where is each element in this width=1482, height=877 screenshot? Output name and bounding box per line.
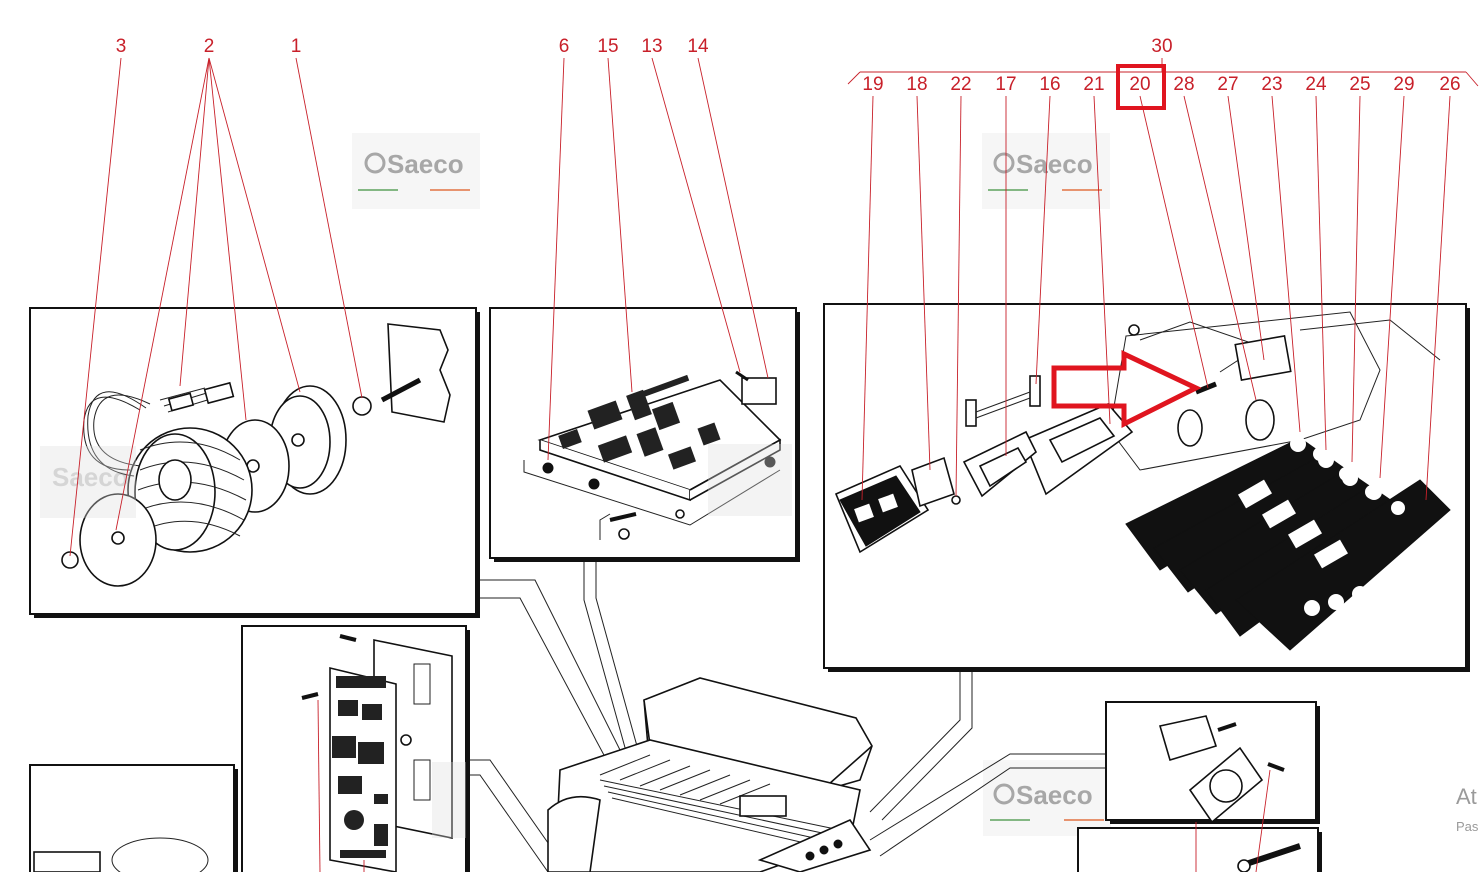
callout-highlight-box: [1116, 64, 1166, 110]
panel-power-board: [489, 307, 800, 562]
callout-label: 3: [116, 36, 127, 57]
callouts-right: 19 18 22 17 16 21 20 28 27 23 24 25 29 2…: [862, 74, 1460, 95]
callout-label: 24: [1305, 74, 1327, 95]
callouts-middle: 6 15 13 14: [559, 36, 709, 57]
callout-label: 21: [1083, 74, 1104, 95]
callout-label: 23: [1261, 74, 1282, 95]
saeco-watermark: Saeco: [982, 133, 1110, 209]
callout-label: 19: [862, 74, 883, 95]
overlay-text-large: At: [1456, 784, 1477, 809]
callout-label: 15: [597, 36, 618, 57]
saeco-watermark: Saeco: [983, 760, 1111, 836]
callout-label: 26: [1439, 74, 1460, 95]
leader-lines: [69, 57, 1479, 873]
machine-body-illustration: [466, 558, 1106, 873]
callout-label: 13: [641, 36, 662, 57]
watermark-text: Saeco: [52, 462, 129, 492]
watermark-text: Saeco: [1016, 149, 1093, 179]
callout-label-highlighted: 20: [1129, 74, 1150, 95]
panel-pump: [1077, 827, 1322, 877]
watermark-text: Saeco: [1016, 780, 1093, 810]
callout-label: 25: [1349, 74, 1370, 95]
panel-motor: [29, 764, 238, 877]
callout-label: 18: [906, 74, 927, 95]
callout-label: 28: [1173, 74, 1194, 95]
callout-label: 2: [204, 36, 215, 57]
overlay-text-small: Pas: [1456, 819, 1479, 834]
callout-label: 22: [950, 74, 971, 95]
callout-group-header: 30: [1151, 36, 1172, 57]
panel-transformer: Saeco: [29, 307, 480, 618]
callout-label: 17: [995, 74, 1016, 95]
callout-label: 29: [1393, 74, 1414, 95]
callout-label: 14: [687, 36, 709, 57]
callouts-left: 3 2 1: [116, 36, 302, 57]
callout-label: 27: [1217, 74, 1238, 95]
callout-label: 1: [291, 36, 302, 57]
watermark-text: Saeco: [387, 149, 464, 179]
saeco-watermark: Saeco: [352, 133, 480, 209]
callout-label: 6: [559, 36, 570, 57]
panel-display-board: [241, 625, 470, 877]
callout-label: 16: [1039, 74, 1060, 95]
highlight-arrow: [1051, 350, 1202, 429]
panel-fan: [1105, 701, 1320, 824]
panel-control-assembly: [823, 303, 1470, 672]
